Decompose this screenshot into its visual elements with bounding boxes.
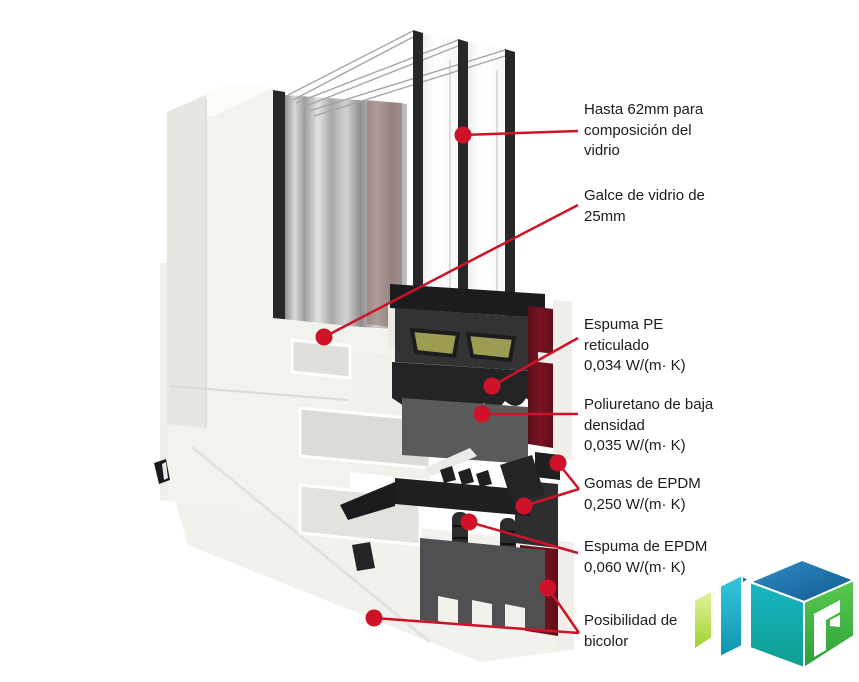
annotation-leader-lines [323, 129, 581, 635]
annotation-dot [460, 513, 478, 531]
annotation-dot [515, 497, 533, 515]
annotation-label-glass-rebate: Galce de vidrio de 25mm [584, 186, 724, 227]
thermal-break-block [390, 284, 545, 476]
annotation-text: Galce de vidrio de 25mm [584, 187, 705, 225]
foam-pads [409, 327, 517, 363]
annotation-text: Hasta 62mm para composición del vidrio [584, 101, 704, 160]
annotation-dot [483, 377, 501, 395]
annotation-value: 0,034 W/(m· K) [584, 357, 686, 375]
annotation-text: Espuma de EPDM [584, 538, 708, 555]
annotation-dot [473, 405, 491, 423]
annotation-dot [539, 579, 557, 597]
annotation-dot [454, 126, 472, 144]
annotation-label-bicolor: Posibilidad de bicolor [584, 611, 694, 652]
annotation-text: Gomas de EPDM [584, 475, 701, 492]
annotation-dot [315, 328, 333, 346]
annotation-value: 0,060 W/(m· K) [584, 558, 686, 576]
annotation-text: Poliuretano de baja densidad [584, 396, 714, 434]
annotation-dots [315, 126, 567, 627]
annotation-label-pe-foam: Espuma PE reticulado 0,034 W/(m· K) [584, 315, 694, 377]
annotation-label-polyurethane: Poliuretano de baja densidad 0,035 W/(m·… [584, 395, 734, 457]
maroon-accent-profile [515, 300, 574, 650]
annotation-label-epdm-foam: Espuma de EPDM 0,060 W/(m· K) [584, 537, 754, 578]
annotation-label-glass-composition: Hasta 62mm para composición del vidrio [584, 100, 714, 162]
gasket-notches [438, 596, 525, 634]
annotation-dot [365, 609, 383, 627]
annotation-value: 0,250 W/(m· K) [584, 495, 686, 513]
annotation-text: Espuma PE reticulado [584, 316, 664, 354]
annotation-text: Posibilidad de bicolor [584, 612, 678, 650]
annotation-value: 0,035 W/(m· K) [584, 437, 686, 455]
annotation-dot [549, 454, 567, 472]
epdm-gaskets [340, 455, 545, 634]
glass-top-edges [287, 30, 506, 117]
pe-foam-band [392, 362, 545, 411]
annotation-label-epdm-gaskets: Gomas de EPDM 0,250 W/(m· K) [584, 474, 754, 515]
frame-clip [154, 459, 170, 484]
brand-logo [693, 559, 855, 669]
